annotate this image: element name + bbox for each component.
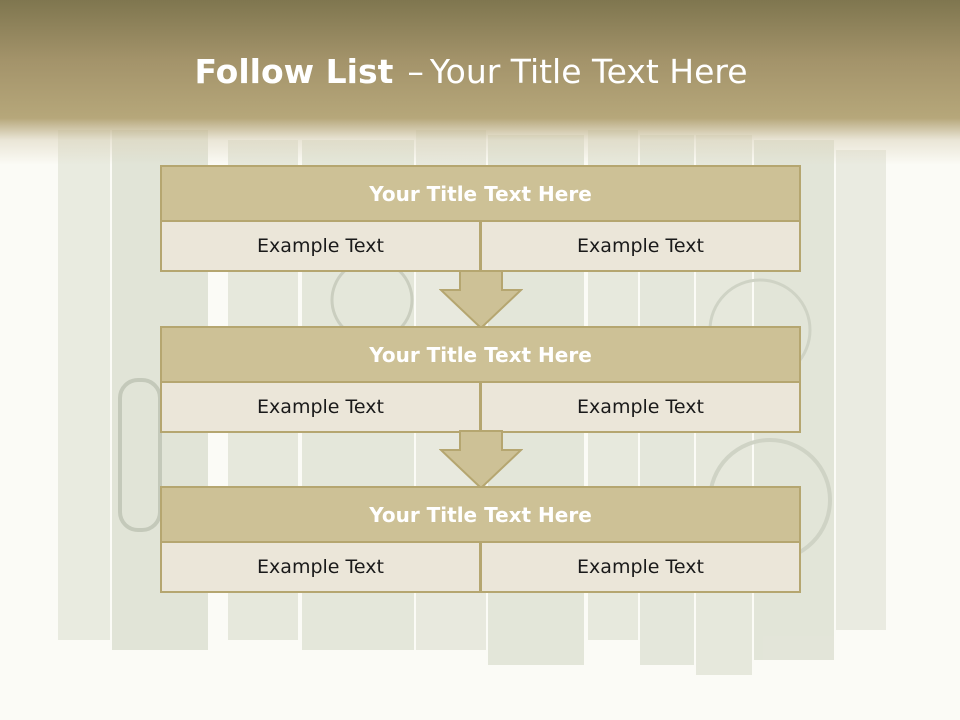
block-title: Your Title Text Here: [160, 486, 801, 543]
down-arrow-icon: [439, 270, 523, 330]
block-cell-left: Example Text: [160, 222, 481, 272]
block-cell-right: Example Text: [480, 383, 801, 433]
page-title: Follow List–Your Title Text Here: [0, 52, 942, 91]
block-cell-left: Example Text: [160, 383, 481, 433]
block-cell-right: Example Text: [480, 222, 801, 272]
title-banner: [0, 0, 960, 165]
block-title: Your Title Text Here: [160, 165, 801, 222]
page-title-dash: –: [407, 52, 424, 91]
down-arrow-icon: [439, 430, 523, 490]
page-title-bold: Follow List: [194, 52, 394, 91]
block-cell-left: Example Text: [160, 543, 481, 593]
page-title-rest: Your Title Text Here: [429, 52, 748, 91]
block-cell-right: Example Text: [480, 543, 801, 593]
block-title: Your Title Text Here: [160, 326, 801, 383]
